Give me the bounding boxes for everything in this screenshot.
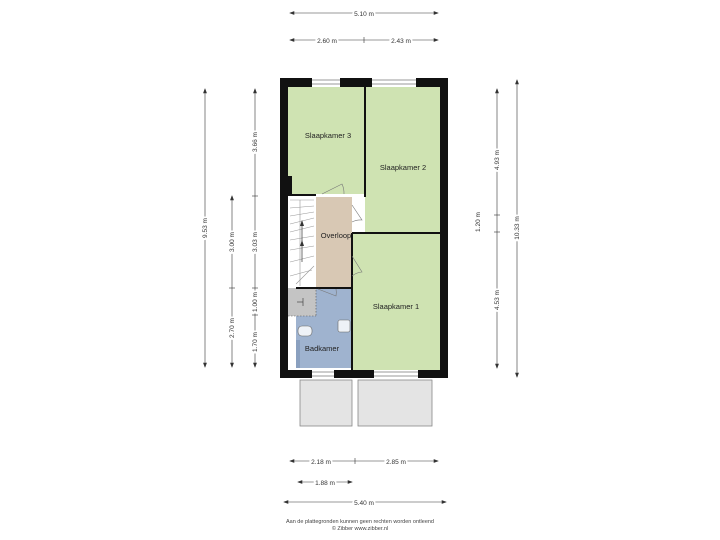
footer-disclaimer: Aan de plattegronden kunnen geen rechten…: [285, 519, 434, 525]
windows: [312, 79, 418, 377]
room-slaapkamer-3: [288, 87, 365, 194]
label-slaapkamer-2: Slaapkamer 2: [380, 163, 426, 172]
wall-top-mid: [340, 78, 372, 87]
dim-right-total: 10.33 m: [514, 216, 521, 240]
wall-interior-bath: [296, 287, 352, 289]
dimension-lines: [203, 11, 519, 504]
wall-bottom-left: [280, 370, 312, 378]
dim-right-mid: 1.20 m: [475, 212, 482, 232]
balconies: [299, 379, 433, 427]
wall-interior-h: [352, 232, 440, 234]
toilet-icon: [297, 325, 313, 337]
wall-top-left: [280, 78, 312, 87]
bath-side-fill: [296, 340, 300, 368]
dim-left-total: 9.53 m: [202, 218, 209, 238]
dim-left-bath-b: 1.00 m: [252, 292, 259, 312]
label-overloop: Overloop: [321, 231, 351, 240]
wall-outer-right: [440, 78, 448, 378]
room-overloop: [316, 197, 352, 287]
dim-left-bath-c: 1.70 m: [252, 332, 259, 352]
wall-outer-left: [280, 78, 288, 378]
wall-bottom-mid: [334, 370, 374, 378]
wall-top-right: [416, 78, 448, 87]
dim-left-stair-b: 3.03 m: [252, 232, 259, 252]
balcony-right: [357, 379, 433, 427]
dim-right-slaapkamer-1: 4.53 m: [494, 290, 501, 310]
door-slaapkamer-2: [351, 204, 363, 223]
wall-bottom-right: [418, 370, 448, 378]
dim-left-stair-a: 3.00 m: [229, 232, 236, 252]
label-slaapkamer-1: Slaapkamer 1: [373, 302, 419, 311]
door-slaapkamer-3: [321, 183, 345, 195]
dim-top-left: 2.60 m: [317, 38, 337, 45]
wall-interior-v2: [351, 233, 353, 370]
door-badkamer: [317, 288, 337, 297]
dim-left-bath-a: 2.70 m: [229, 318, 236, 338]
dimension-labels: 5.10 m 2.60 m 2.43 m 9.53 m 3.66 m 3.00 …: [200, 9, 523, 509]
dim-top-total: 5.10 m: [354, 11, 374, 18]
sink-icon: [337, 319, 351, 333]
room-slaapkamer-2: [365, 87, 440, 233]
staircase: [289, 199, 315, 286]
wall-interior-vertical: [364, 87, 366, 197]
footer-credit: © Zibber www.zibber.nl: [331, 526, 389, 532]
door-slaapkamer-1: [351, 255, 363, 277]
bathroom-fixtures: [296, 298, 351, 368]
doors: [317, 183, 363, 297]
dim-left-slaapkamer-3: 3.66 m: [252, 132, 259, 152]
label-badkamer: Badkamer: [305, 344, 340, 353]
walls: [280, 78, 448, 378]
label-slaapkamer-3: Slaapkamer 3: [305, 131, 351, 140]
dim-right-slaapkamer-2: 4.93 m: [494, 150, 501, 170]
dim-bottom-right: 2.85 m: [386, 459, 406, 466]
dim-bottom-inner: 1.88 m: [315, 480, 335, 487]
dim-top-right: 2.43 m: [391, 38, 411, 45]
dim-bottom-left: 2.18 m: [311, 459, 331, 466]
room-slaapkamer-1: [352, 233, 440, 370]
dim-bottom-total: 5.40 m: [354, 500, 374, 507]
wall-corner-block: [280, 176, 292, 196]
balcony-left: [299, 379, 353, 427]
wall-interior-bed3: [288, 194, 316, 196]
